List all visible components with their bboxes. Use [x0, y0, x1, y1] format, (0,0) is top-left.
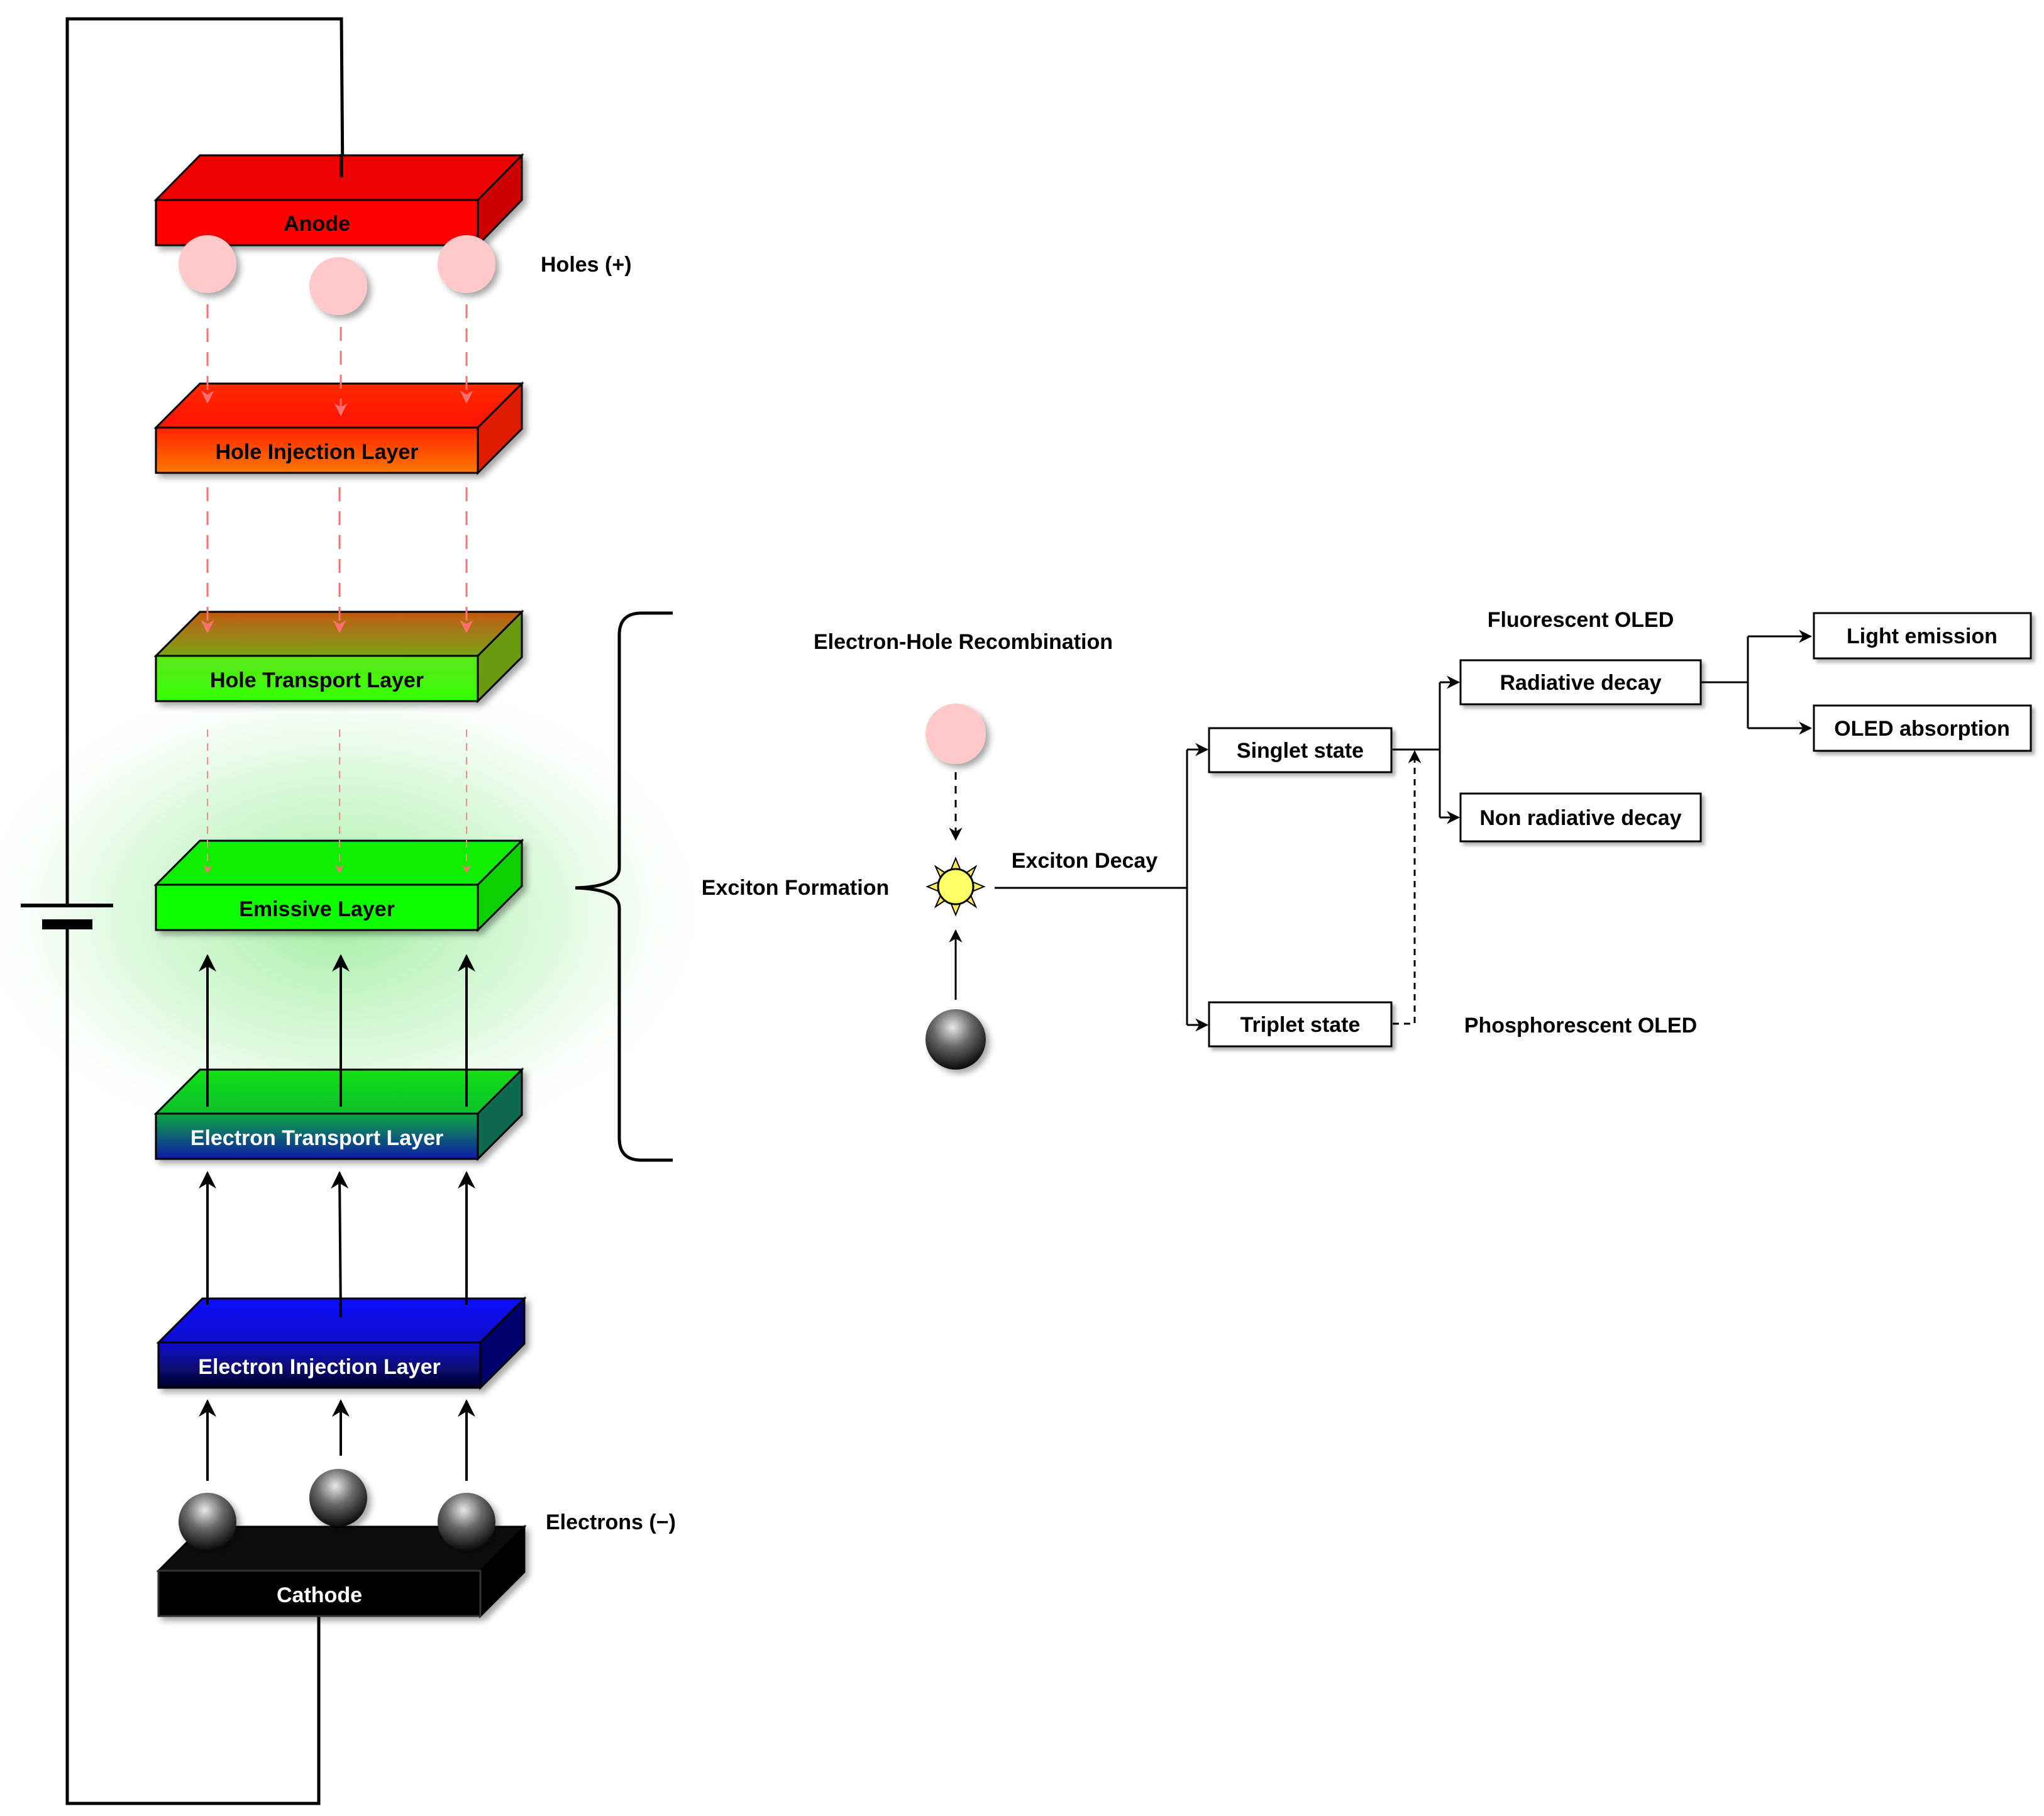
electrons-label: Electrons (−)	[546, 1510, 676, 1534]
emissive-layer: Emissive Layer	[153, 838, 524, 933]
electron-transport-label: Electron Transport Layer	[191, 1126, 443, 1150]
triplet-state-label: Triplet state	[1240, 1013, 1361, 1037]
oled-absorption-label: OLED absorption	[1834, 717, 2010, 741]
non-radiative-decay-label: Non radiative decay	[1479, 806, 1681, 830]
holes-group	[179, 235, 495, 315]
circuit-wire	[65, 17, 345, 1805]
hole-transport-label: Hole Transport Layer	[210, 668, 424, 692]
exciton-decay-label: Exciton Decay	[1012, 849, 1158, 873]
hole-particle	[309, 257, 367, 315]
hole-particle	[179, 235, 236, 293]
singlet-state-label: Singlet state	[1237, 739, 1364, 763]
emissive-label: Emissive Layer	[239, 897, 395, 921]
cathode-layer: Cathode	[156, 1524, 527, 1619]
curly-brace	[575, 611, 673, 1162]
exciton-formation-label: Exciton Formation	[702, 876, 889, 900]
electron-particle	[179, 1493, 236, 1551]
recombination-title: Electron-Hole Recombination	[814, 630, 1113, 654]
electron-injection-label: Electron Injection Layer	[198, 1355, 440, 1379]
decay-connectors	[995, 629, 1813, 1032]
singlet-state-box: Singlet state	[1208, 727, 1393, 773]
triplet-to-singlet-connector	[1393, 750, 1422, 1025]
battery-icon	[21, 904, 113, 929]
electron-particle	[309, 1469, 367, 1527]
electron-particle	[925, 1009, 986, 1070]
hole-transport-layer: Hole Transport Layer	[153, 609, 524, 704]
light-emission-label: Light emission	[1847, 624, 1997, 648]
radiative-decay-label: Radiative decay	[1500, 671, 1661, 695]
non-radiative-decay-box: Non radiative decay	[1459, 792, 1702, 843]
hole-injection-layer: Hole Injection Layer	[153, 381, 524, 475]
light-emission-box: Light emission	[1813, 612, 2032, 660]
hole-particle	[438, 235, 495, 293]
electron-particle	[438, 1493, 495, 1551]
anode-label: Anode	[284, 212, 350, 236]
fluorescent-oled-label: Fluorescent OLED	[1488, 608, 1674, 632]
electrons-group	[179, 1469, 495, 1551]
oled-absorption-box: OLED absorption	[1813, 704, 2032, 752]
hole-flow-arrows-faint	[203, 729, 471, 874]
hole-flow-arrows	[201, 304, 473, 634]
electron-transport-layer: Electron Transport Layer	[153, 1067, 524, 1161]
electron-flow-arrows	[199, 954, 475, 1481]
hole-particle	[925, 704, 986, 764]
triplet-state-box: Triplet state	[1208, 1001, 1393, 1048]
exciton-icon	[925, 856, 986, 917]
cathode-label: Cathode	[277, 1583, 362, 1607]
phosphorescent-oled-label: Phosphorescent OLED	[1464, 1014, 1697, 1038]
anode-layer: Anode	[153, 153, 524, 248]
hole-injection-label: Hole Injection Layer	[215, 440, 418, 464]
holes-label: Holes (+)	[541, 253, 632, 277]
electron-injection-layer: Electron Injection Layer	[156, 1296, 527, 1390]
radiative-decay-box: Radiative decay	[1459, 659, 1702, 706]
